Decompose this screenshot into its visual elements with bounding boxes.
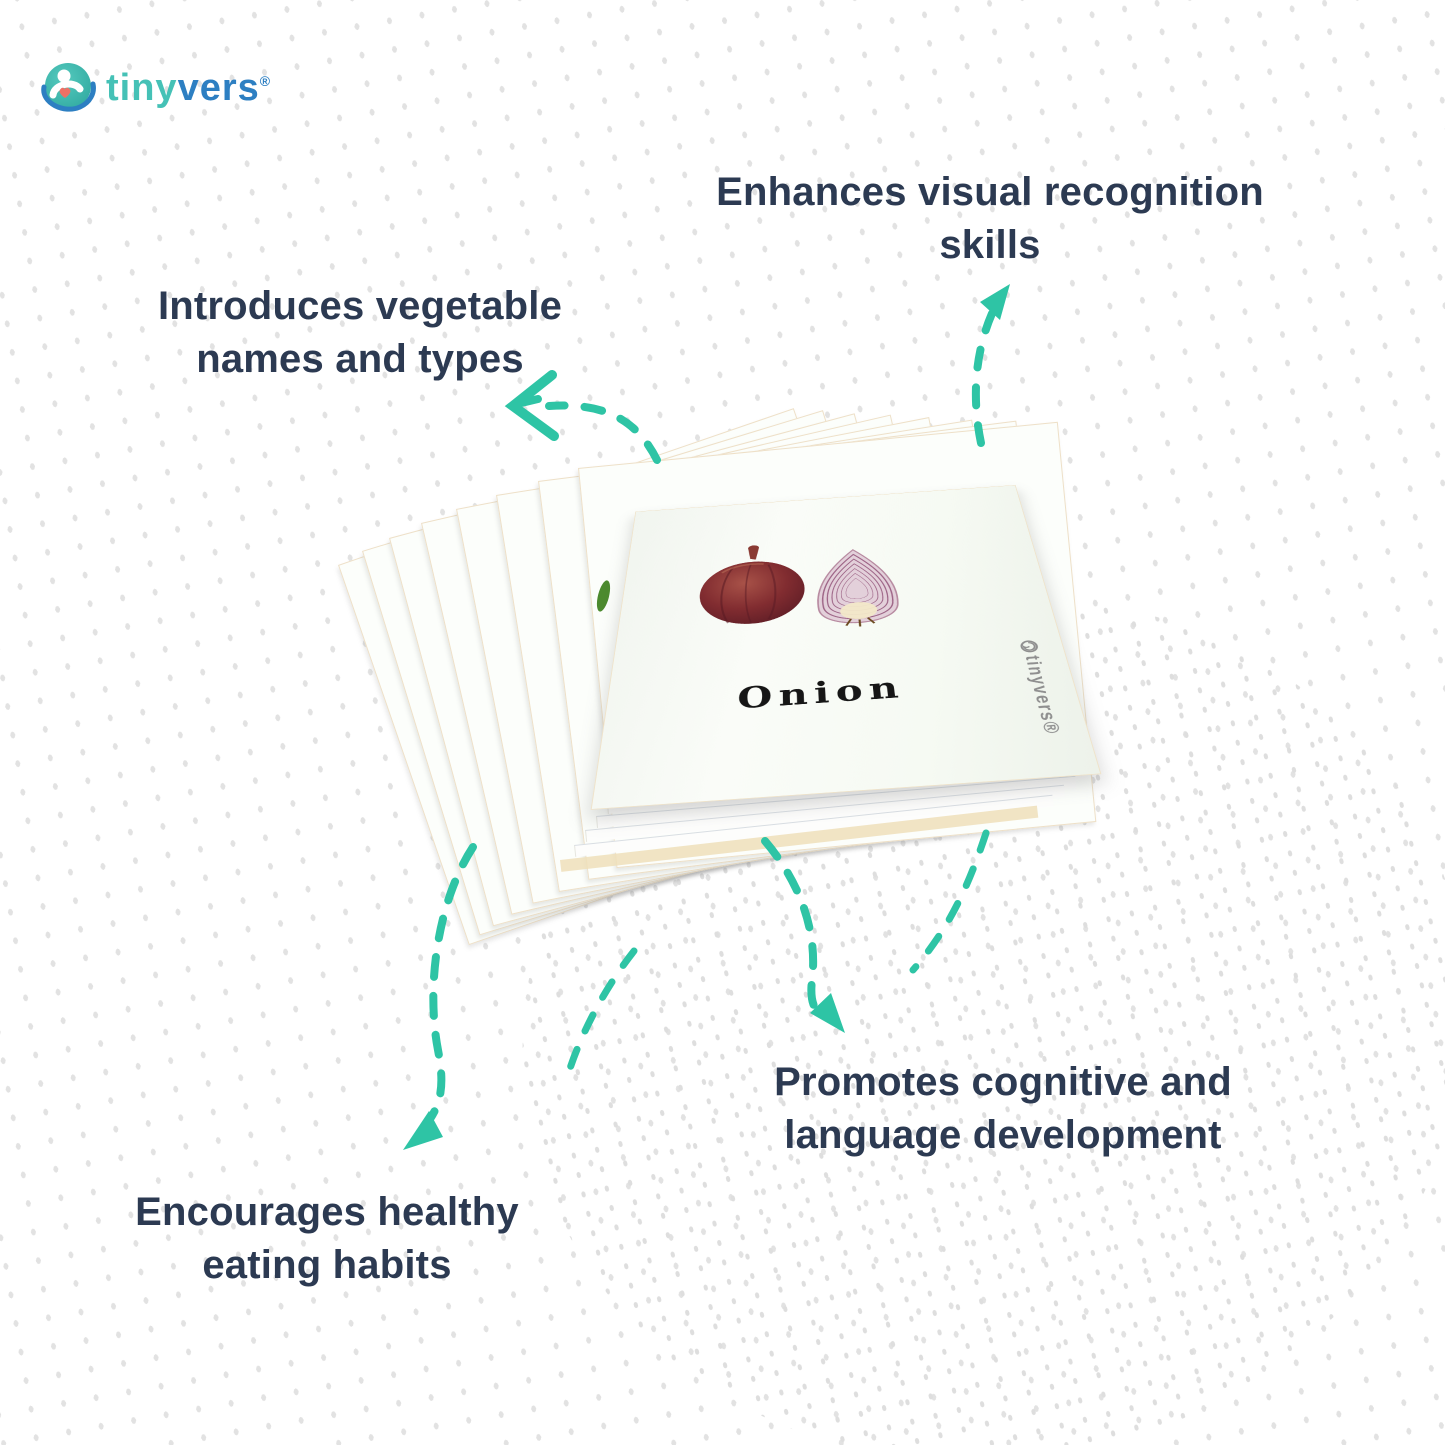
callout-promotes-line1: Promotes cognitive and (774, 1060, 1232, 1104)
callout-encourages-line1: Encourages healthy (135, 1190, 519, 1234)
brand-wordmark: tinyvers® (106, 69, 271, 107)
tinyvers-logo-icon (41, 63, 96, 112)
callout-enhances: Enhances visual recognition skills (716, 166, 1264, 272)
brand-logo: tinyvers® (40, 60, 271, 116)
card-swirl-icon (1018, 639, 1041, 654)
registered-mark: ® (259, 73, 272, 89)
callout-enhances-line2: skills (939, 223, 1041, 268)
brand-word-tiny: tiny (106, 67, 178, 109)
brand-word-vers: vers (177, 67, 260, 109)
callout-introduces: Introduces vegetable names and types (158, 280, 562, 386)
flashcard-label: Onion (736, 670, 907, 717)
callout-promotes-line2: language development (784, 1113, 1222, 1158)
callout-encourages: Encourages healthy eating habits (135, 1186, 519, 1292)
callout-introduces-line2: names and types (196, 337, 524, 382)
callout-enhances-line1: Enhances visual recognition (716, 170, 1264, 214)
callout-introduces-line1: Introduces vegetable (157, 284, 563, 328)
callout-promotes: Promotes cognitive and language developm… (774, 1056, 1232, 1162)
callout-encourages-line2: eating habits (202, 1243, 452, 1288)
flashcard-onion: Onion tinyvers® (590, 484, 1102, 810)
onion-illustration (697, 528, 954, 665)
